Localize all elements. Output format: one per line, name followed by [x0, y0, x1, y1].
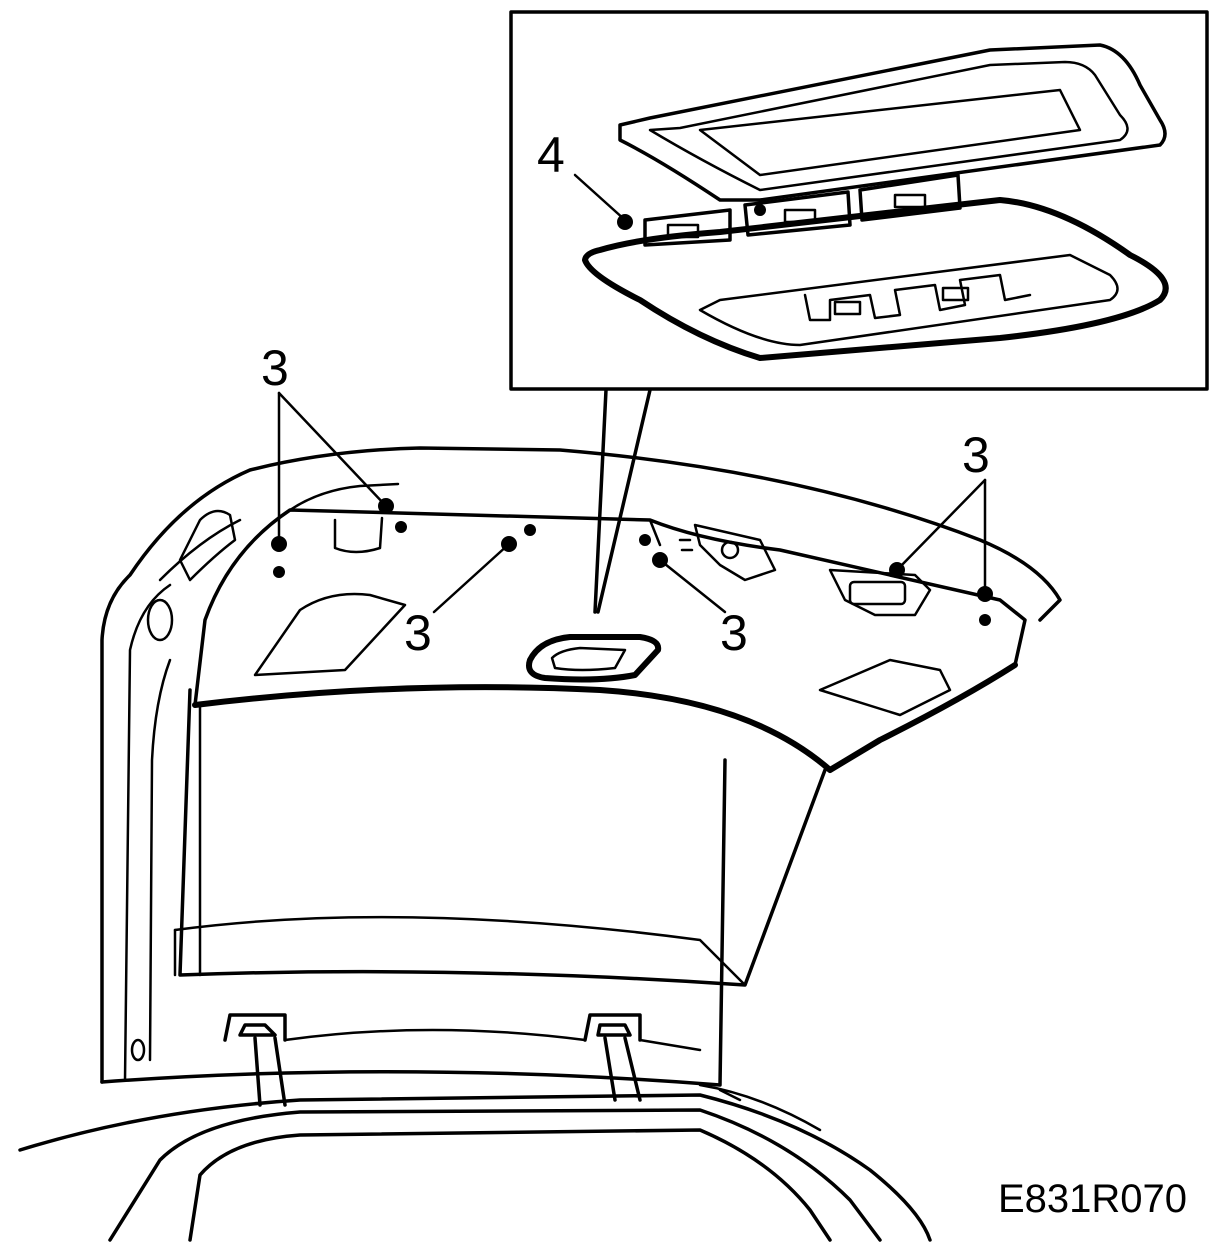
- figure-code: E831R070: [998, 1177, 1187, 1221]
- screw-dot: [524, 524, 536, 536]
- inset-pointer: [593, 388, 652, 614]
- callout-lamp-clip: 4: [537, 127, 565, 183]
- rear-window-opening: [173, 688, 827, 987]
- callout-screw-center-right: 3: [720, 605, 748, 661]
- clip-dot: [754, 204, 766, 216]
- tailgate-outer-frame: [100, 446, 1062, 1087]
- detail-inset: [509, 10, 1209, 391]
- clip-dot: [617, 214, 633, 230]
- lamp-recess: [526, 634, 662, 683]
- gas-struts: [223, 1013, 702, 1107]
- upper-trim-panel: [192, 482, 1027, 773]
- screw-dot: [639, 534, 651, 546]
- car-body: [18, 1083, 932, 1242]
- callout-screw-upper-right: 3: [962, 427, 990, 483]
- screw-dot: [395, 521, 407, 533]
- callout-screw-upper-left: 3: [261, 340, 289, 396]
- callout-screw-center-left: 3: [404, 605, 432, 661]
- screw-dot: [979, 614, 991, 626]
- leader-lines: [277, 391, 987, 614]
- screw-dot: [273, 566, 285, 578]
